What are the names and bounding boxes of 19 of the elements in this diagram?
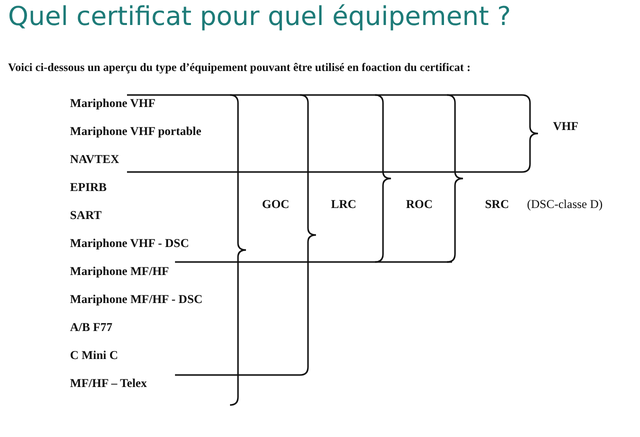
certificate-label: ROC (406, 197, 433, 212)
equipment-label: Mariphone MF/HF - DSC (70, 292, 203, 307)
equipment-label: NAVTEX (70, 152, 120, 167)
note-text: (DSC-classe D) (527, 197, 603, 212)
equipment-label: EPIRB (70, 180, 107, 195)
equipment-label: Mariphone VHF (70, 96, 156, 111)
certificate-label: LRC (331, 197, 356, 212)
intro-text: Voici ci-dessous un aperçu du type d’équipement pouvant être utilisé en foaction du certificat : (8, 62, 471, 74)
group-label: VHF (553, 119, 578, 134)
equipment-label: A/B F77 (70, 320, 112, 335)
title: Quel certificat pour quel équipement ? (8, 2, 511, 32)
equipment-label: MF/HF – Telex (70, 376, 147, 391)
equipment-label: C Mini C (70, 348, 118, 363)
certificate-label: GOC (262, 197, 290, 212)
equipment-label: Mariphone MF/HF (70, 264, 169, 279)
equipment-label: Mariphone VHF portable (70, 124, 202, 139)
certificate-label: SRC (485, 197, 510, 212)
equipment-label: SART (70, 208, 102, 223)
equipment-label: Mariphone VHF - DSC (70, 236, 190, 251)
